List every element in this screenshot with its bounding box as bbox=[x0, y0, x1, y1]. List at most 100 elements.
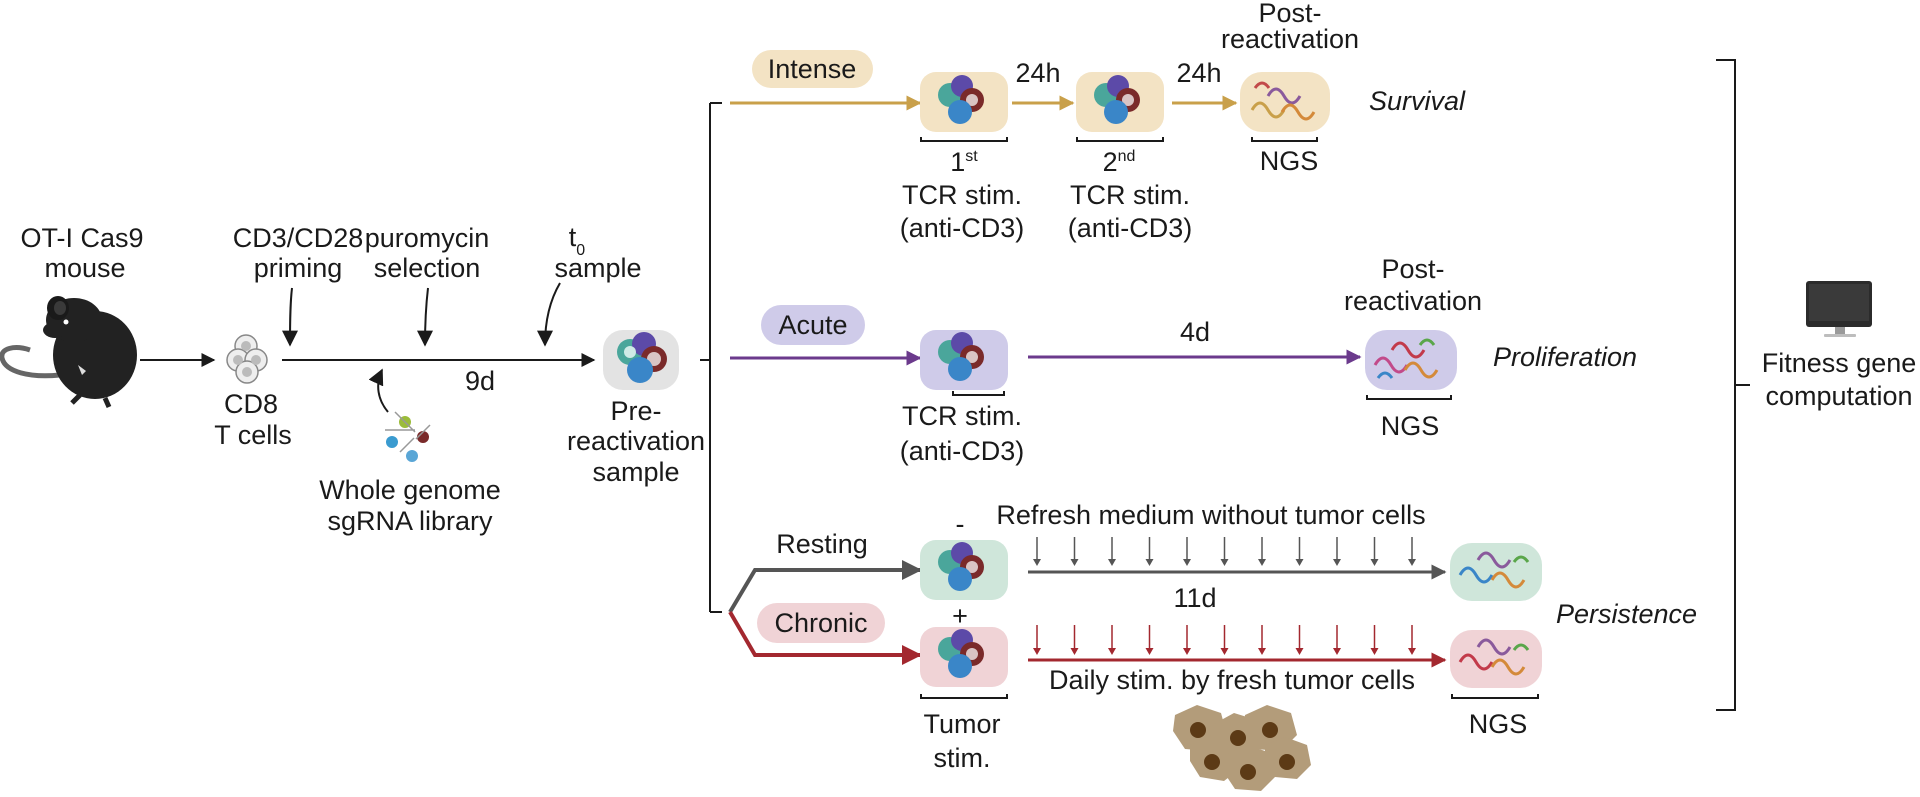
priming-arrow bbox=[282, 287, 299, 347]
library-arrow bbox=[368, 368, 389, 413]
fitness-label-line2: computation bbox=[1765, 381, 1912, 411]
sgrna-library-icon bbox=[385, 411, 431, 462]
resting-tick-head bbox=[1183, 559, 1191, 566]
tumor-stim-line2: stim. bbox=[934, 743, 991, 773]
resting-tick-head bbox=[1145, 559, 1154, 566]
t0-label-line2: sample bbox=[554, 253, 641, 283]
intense-stim2-line1: 2nd bbox=[1103, 147, 1136, 177]
persist-ngs-bracket bbox=[1451, 694, 1539, 699]
resting-tick-head bbox=[1033, 559, 1041, 566]
intense-dna-icon bbox=[1250, 81, 1316, 121]
pre-label-line2: reactivation bbox=[567, 426, 705, 456]
chronic-tick-head bbox=[1258, 648, 1266, 655]
intense-post-label-line2: reactivation bbox=[1221, 24, 1359, 54]
acute-post-label-line2: reactivation bbox=[1344, 286, 1482, 316]
acute-ngs-bracket bbox=[1366, 395, 1452, 400]
acute-duration: 4d bbox=[1180, 317, 1210, 347]
chronic-cells-icon bbox=[938, 629, 984, 678]
resting-tick-head bbox=[1220, 559, 1229, 566]
tumor-stim-bracket bbox=[920, 694, 1008, 699]
priming-label-line1: CD3/CD28 bbox=[233, 223, 364, 253]
resting-tick-head bbox=[1408, 559, 1416, 566]
pre-reactivation-cells-icon bbox=[617, 332, 667, 383]
chronic-tick-head bbox=[1183, 648, 1191, 655]
intense-stim2-cells-icon bbox=[1094, 75, 1140, 124]
tumor-stim-line1: Tumor bbox=[923, 709, 1000, 739]
acute-tag-label: Acute bbox=[778, 310, 847, 340]
fitness-bracket bbox=[1716, 59, 1750, 711]
acute-stim-bracket bbox=[952, 391, 1005, 396]
chronic-stim-ticks bbox=[1033, 625, 1416, 655]
acute-post-label-line1: Post- bbox=[1381, 254, 1444, 284]
monitor-icon bbox=[1806, 281, 1872, 337]
selection-arrow bbox=[417, 287, 434, 347]
intense-time2: 24h bbox=[1176, 58, 1221, 88]
resting-tick-head bbox=[1108, 559, 1116, 566]
acute-dna-icon bbox=[1373, 338, 1439, 379]
intense-stim1-line3: (anti-CD3) bbox=[900, 213, 1025, 243]
selection-label-line2: selection bbox=[374, 253, 481, 283]
chronic-dna-icon bbox=[1458, 638, 1530, 676]
resting-dna-icon bbox=[1458, 551, 1530, 589]
t0-arrow bbox=[537, 282, 561, 347]
resting-tick-head bbox=[1333, 559, 1341, 566]
chronic-tick-head bbox=[1333, 648, 1341, 655]
persist-duration: 11d bbox=[1173, 583, 1216, 613]
intense-tag-label: Intense bbox=[768, 54, 857, 84]
persist-ngs-label: NGS bbox=[1469, 709, 1528, 739]
intense-ngs-label: NGS bbox=[1260, 146, 1319, 176]
chronic-tick-head bbox=[1070, 648, 1079, 655]
tumor-cells-icon bbox=[1173, 705, 1311, 791]
persist-outcome: Persistence bbox=[1556, 599, 1697, 629]
cd8-label-line1: CD8 bbox=[224, 389, 278, 419]
chronic-tick-head bbox=[1408, 648, 1416, 655]
intense-post-label-line1: Post- bbox=[1258, 0, 1321, 28]
intense-stim1-line2: TCR stim. bbox=[902, 180, 1022, 210]
acute-outcome: Proliferation bbox=[1493, 342, 1637, 372]
chronic-tick-head bbox=[1220, 648, 1229, 655]
chronic-tick-head bbox=[1145, 648, 1154, 655]
cd8-cells-icon bbox=[226, 334, 268, 384]
mouse-label-line2: mouse bbox=[44, 253, 125, 283]
resting-tick-head bbox=[1070, 559, 1079, 566]
pre-label-line3: sample bbox=[592, 457, 679, 487]
cd8-label-line2: T cells bbox=[214, 420, 292, 450]
acute-stim-cells-icon bbox=[938, 332, 984, 381]
intense-ngs-box bbox=[1240, 72, 1330, 132]
refresh-text: Refresh medium without tumor cells bbox=[996, 500, 1425, 530]
resting-tick-head bbox=[1295, 559, 1304, 566]
acute-stim-line2: (anti-CD3) bbox=[900, 436, 1025, 466]
mouse-icon bbox=[0, 296, 137, 409]
intense-stim2-line3: (anti-CD3) bbox=[1068, 213, 1193, 243]
mouse-label-line1: OT-I Cas9 bbox=[20, 223, 143, 253]
chronic-tick-head bbox=[1370, 648, 1379, 655]
intense-stim2-line2: TCR stim. bbox=[1070, 180, 1190, 210]
intense-time1: 24h bbox=[1015, 58, 1060, 88]
chronic-plus: + bbox=[952, 601, 968, 631]
chronic-tick-head bbox=[1295, 648, 1304, 655]
resting-medium-ticks bbox=[1033, 537, 1416, 566]
chronic-tick-head bbox=[1108, 648, 1116, 655]
library-label-line1: Whole genome bbox=[319, 475, 501, 505]
fitness-label-line1: Fitness gene bbox=[1762, 348, 1917, 378]
resting-tick-head bbox=[1258, 559, 1266, 566]
pre-label-line1: Pre- bbox=[610, 396, 661, 426]
resting-cells-icon bbox=[938, 542, 984, 591]
chronic-tick-head bbox=[1033, 648, 1041, 655]
timeline-duration: 9d bbox=[465, 366, 495, 396]
mouse-label: OT-I Cas9 mouse bbox=[20, 223, 143, 283]
acute-tag bbox=[761, 305, 865, 345]
resting-tag-label: Resting bbox=[776, 529, 868, 559]
intense-stim1-bracket bbox=[920, 137, 1008, 142]
chronic-tag-label: Chronic bbox=[774, 608, 867, 638]
intense-stim1-line1: 1st bbox=[950, 147, 978, 177]
acute-stim-line1: TCR stim. bbox=[902, 401, 1022, 431]
t0-label: t0 sample bbox=[554, 222, 641, 283]
branch-bracket bbox=[700, 102, 722, 613]
intense-ngs-bracket bbox=[1251, 137, 1318, 142]
intense-outcome: Survival bbox=[1369, 86, 1466, 116]
t0-label-main: t0 bbox=[569, 222, 586, 259]
daily-text: Daily stim. by fresh tumor cells bbox=[1049, 665, 1415, 695]
resting-minus: - bbox=[956, 509, 965, 539]
